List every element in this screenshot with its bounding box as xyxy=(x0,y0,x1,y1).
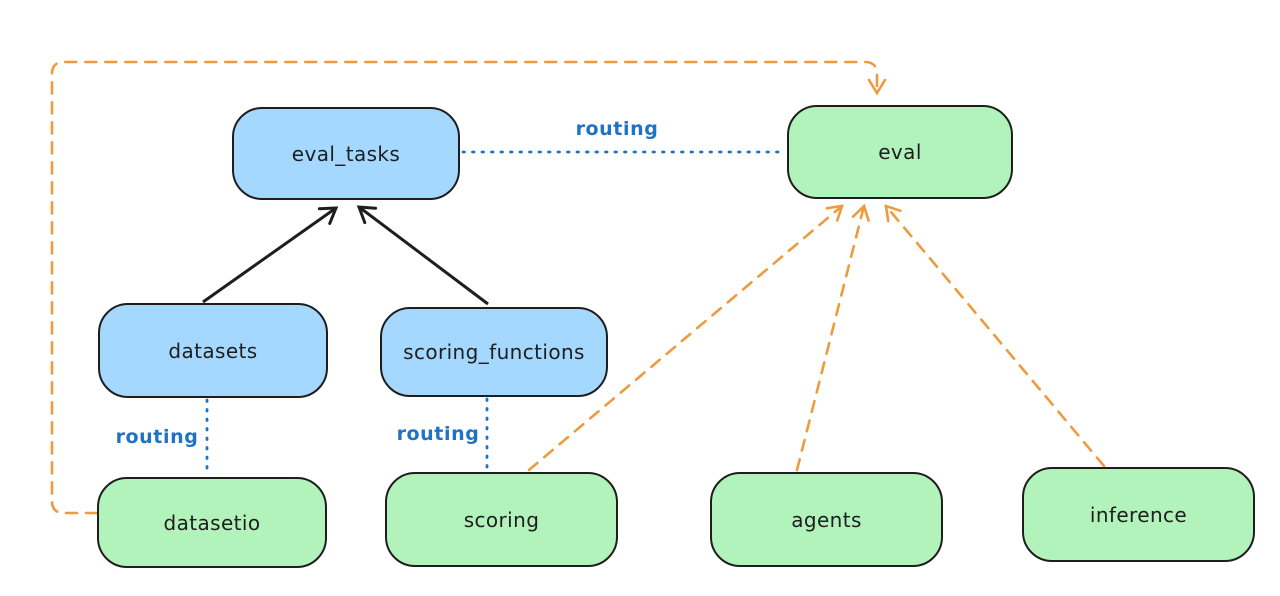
edge-datasets-to-eval-tasks xyxy=(202,206,339,304)
node-eval: eval xyxy=(787,105,1013,199)
edge-datasetio-to-eval xyxy=(50,60,887,515)
routing-label-datasets-datasetio: routing xyxy=(115,426,199,448)
node-scoring-label: scoring xyxy=(463,507,540,532)
node-inference: inference xyxy=(1022,467,1255,562)
node-eval-tasks-label: eval_tasks xyxy=(291,141,401,166)
node-agents-label: agents xyxy=(791,507,862,532)
node-eval-tasks: eval_tasks xyxy=(232,107,460,200)
node-scoring: scoring xyxy=(385,472,618,567)
edge-scoring-functions-to-eval-tasks xyxy=(356,205,489,306)
edge-agents-to-eval xyxy=(795,203,870,472)
edge-inference-to-eval xyxy=(884,204,1106,468)
node-agents: agents xyxy=(710,472,943,567)
node-scoring-functions: scoring_functions xyxy=(380,307,608,397)
node-datasets-label: datasets xyxy=(168,338,258,363)
edge-scoring-to-eval xyxy=(527,204,844,472)
routing-label-scoring-functions-scoring: routing xyxy=(396,423,480,445)
node-eval-label: eval xyxy=(878,140,922,164)
routing-label-eval-tasks-eval: routing xyxy=(575,118,659,140)
node-datasetio: datasetio xyxy=(97,477,327,568)
node-datasetio-label: datasetio xyxy=(163,510,261,535)
node-inference-label: inference xyxy=(1089,502,1188,527)
node-scoring-functions-label: scoring_functions xyxy=(403,340,585,364)
node-datasets: datasets xyxy=(98,303,328,398)
